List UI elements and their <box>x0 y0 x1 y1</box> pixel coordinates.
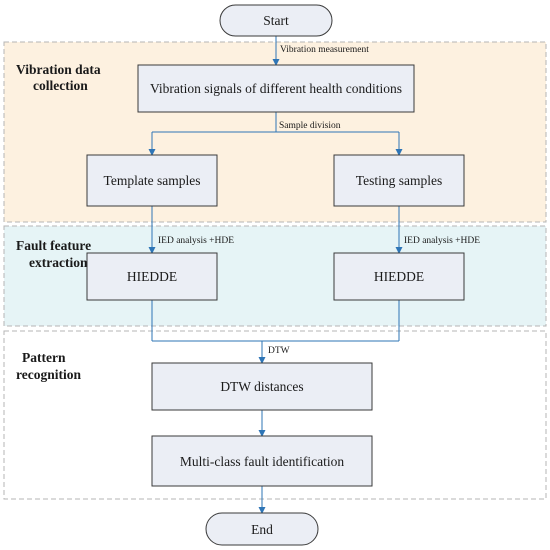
signals-box <box>137 64 415 113</box>
section-label-pattern-recognition-2: recognition <box>16 367 81 382</box>
hiedde-left-box <box>86 252 218 301</box>
template-samples-box <box>86 154 218 207</box>
hiedde-right-label: HIEDDE <box>374 269 424 284</box>
identification-label: Multi-class fault identification <box>180 454 344 469</box>
end-terminal <box>205 512 319 546</box>
section-label-feature-extraction-1: Fault feature <box>16 238 91 253</box>
testing-samples-label: Testing samples <box>356 173 442 188</box>
end-label: End <box>251 522 273 537</box>
dtw-distances-box <box>151 362 373 411</box>
signals-label: Vibration signals of different health co… <box>150 81 402 96</box>
edge-label-ied-right: IED analysis +HDE <box>404 236 480 246</box>
edge-label-vibration-measurement: Vibration measurement <box>280 45 369 55</box>
connectors <box>148 36 403 514</box>
edge-label-dtw: DTW <box>268 346 290 356</box>
dtw-distances-label: DTW distances <box>220 379 303 394</box>
start-terminal <box>219 4 333 37</box>
section-label-data-collection-1: Vibration data <box>16 62 101 77</box>
testing-samples-box <box>333 154 465 207</box>
hiedde-left-label: HIEDDE <box>127 269 177 284</box>
section-label-data-collection-2: collection <box>33 78 88 93</box>
edge-label-ied-left: IED analysis +HDE <box>158 236 234 246</box>
start-label: Start <box>263 13 289 28</box>
edge-label-sample-division: Sample division <box>279 121 341 131</box>
section-label-pattern-recognition-1: Pattern <box>22 350 66 365</box>
template-samples-label: Template samples <box>104 173 201 188</box>
section-label-feature-extraction-2: extraction <box>29 255 88 270</box>
identification-box <box>151 435 373 487</box>
hiedde-right-box <box>333 252 465 301</box>
